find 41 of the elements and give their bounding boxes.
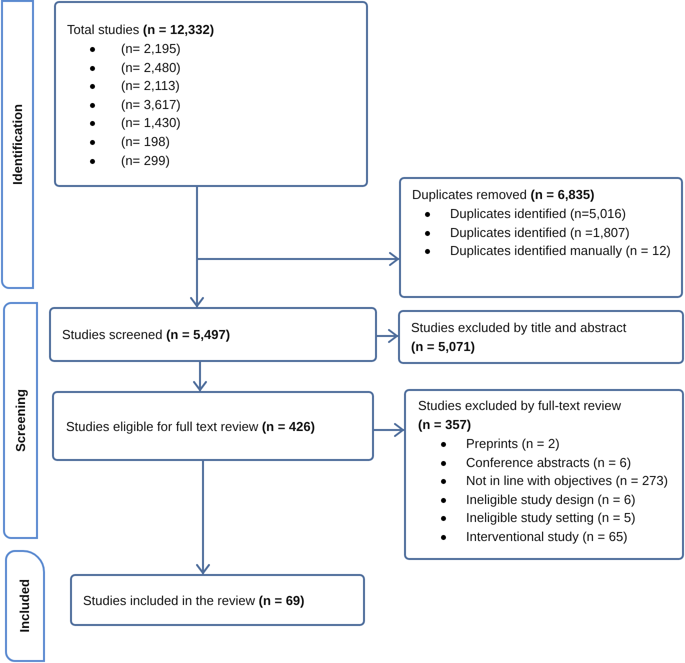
heading-text: Studies excluded by full-text review (n = 357) [418,397,622,434]
list-item-text: Duplicates identified (n=5,016) [450,205,626,223]
list-item-text: Duplicates identified (n =1,807) [450,224,630,242]
list-item-text: Conference abstracts (n = 6) [466,454,632,472]
list-item-text: Not in line with objectives (n = 273) [466,472,668,490]
process-box [52,391,374,461]
list-item-text: (n= 2,113) [121,77,180,96]
step-text: Studies excluded by title and abstract (n = 5,071) [411,319,628,356]
step-text: Studies eligible for full text review (n = 426) [66,418,316,436]
phase-band [3,302,38,539]
heading-text: Total studies (n = 12,332) [67,21,216,39]
process-box [54,1,368,187]
process-box [404,389,684,560]
process-box [49,307,377,362]
list-item-text: Ineligible study design (n = 6) [466,490,636,509]
list-item-text: (n= 1,430) [121,114,181,132]
step-text: Studies included in the review (n = 69) [83,592,306,610]
step-text: Studies screened (n = 5,497) [62,326,232,344]
phase-label: Screening [12,389,28,452]
phase-label: Included [17,579,33,633]
process-box [70,574,365,626]
list-item-text: Preprints (n = 2) [466,435,560,453]
phase-label: Identification [10,104,26,185]
process-box [399,177,683,298]
heading-text: Duplicates removed (n = 6,835) [412,186,596,204]
list-item-text: (n= 198) [121,132,170,151]
list-item-text: Interventional study (n = 65) [466,528,628,546]
list-item-text: (n= 2,480) [121,58,181,77]
arrow [193,362,207,391]
list-item-text: (n= 299) [121,152,170,170]
arrow [196,461,210,574]
arrow [374,423,404,437]
list-item-text: (n= 3,617) [121,96,181,114]
phase-band [5,550,45,662]
arrow [377,329,398,343]
process-box [398,310,684,364]
list-item-text: Ineligible study setting (n = 5) [466,509,636,528]
arrow [190,187,204,307]
list-item-text: Duplicates identified manually (n = 12) [450,242,671,260]
list-item-text: (n= 2,195) [121,40,181,58]
phase-band [1,0,34,289]
